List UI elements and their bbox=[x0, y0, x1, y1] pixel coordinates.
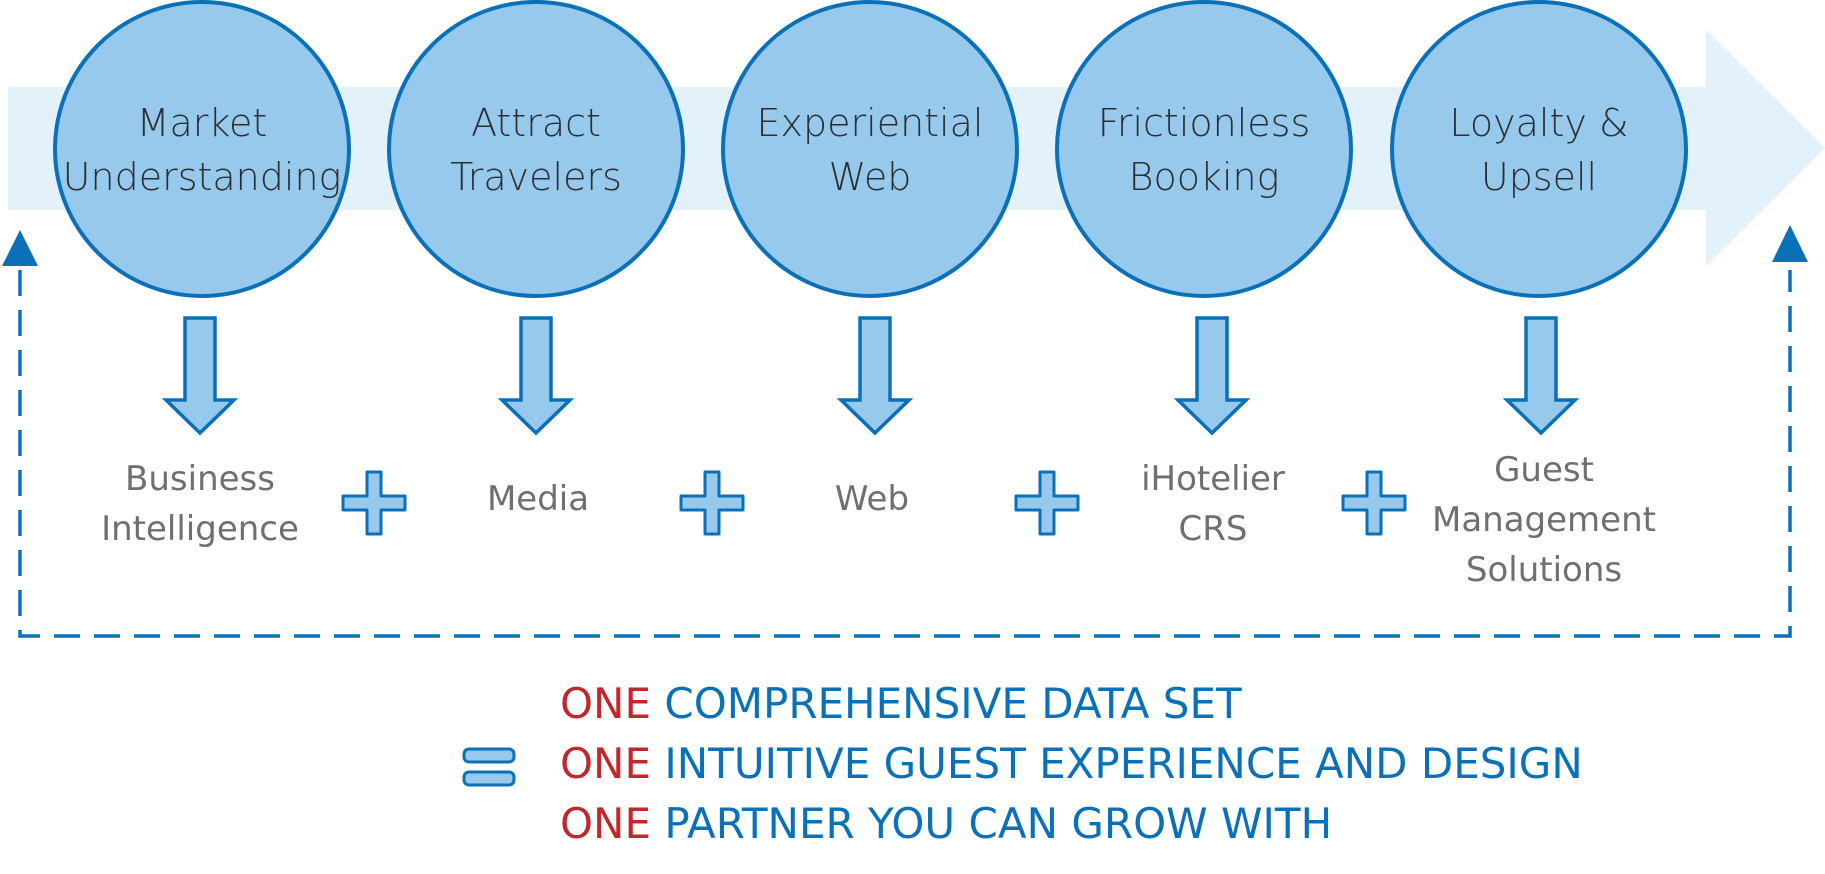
stage-label-line-1: Market bbox=[137, 101, 268, 145]
equals-icon bbox=[462, 747, 516, 787]
equals-bar-bottom bbox=[462, 770, 516, 787]
output-label-line-1: Business bbox=[125, 459, 275, 499]
down-arrow-icon bbox=[497, 316, 575, 436]
stage-label-line-2: Understanding bbox=[63, 155, 342, 199]
stage-circle bbox=[53, 0, 351, 298]
output-guest-management-solutions: Guest Management Solutions bbox=[1432, 450, 1656, 590]
stage-label-line-2: Booking bbox=[1129, 155, 1280, 199]
output-media: Media bbox=[487, 479, 589, 519]
summary-text: PARTNER YOU CAN GROW WITH bbox=[664, 799, 1332, 848]
stage-loyalty-upsell: Loyalty & Upsell bbox=[1390, 0, 1688, 298]
plus-icon bbox=[341, 470, 407, 536]
summary-prefix: ONE bbox=[560, 739, 651, 788]
plus-icons bbox=[341, 470, 1407, 536]
output-label-line-1: Media bbox=[487, 479, 589, 519]
output-label-line-2: CRS bbox=[1179, 509, 1248, 549]
feedback-loop-dashed-line bbox=[18, 270, 1792, 638]
summary-prefix: ONE bbox=[560, 679, 651, 728]
summary-line-3: ONE PARTNER YOU CAN GROW WITH bbox=[560, 799, 1332, 848]
summary-text: INTUITIVE GUEST EXPERIENCE AND DESIGN bbox=[664, 739, 1582, 788]
summary-line-1: ONE COMPREHENSIVE DATA SET bbox=[560, 679, 1242, 728]
feedback-right-arrowhead bbox=[1772, 225, 1808, 262]
summary-text: COMPREHENSIVE DATA SET bbox=[664, 679, 1242, 728]
flow-band-arrowhead bbox=[1706, 30, 1825, 266]
output-ihotelier-crs: iHotelier CRS bbox=[1141, 459, 1285, 549]
output-business-intelligence: Business Intelligence bbox=[101, 459, 299, 549]
stage-label-line-2: Upsell bbox=[1481, 155, 1597, 199]
stage-label-line-1: Experiential bbox=[757, 101, 984, 145]
plus-icon bbox=[1341, 470, 1407, 536]
output-web: Web bbox=[835, 479, 909, 519]
stage-frictionless-booking: Frictionless Booking bbox=[1055, 0, 1353, 298]
stage-circles: Market Understanding Attract Travelers E… bbox=[53, 0, 1688, 298]
output-label-line-2: Management bbox=[1432, 500, 1656, 540]
feedback-left-arrowhead bbox=[2, 230, 38, 266]
stage-circle bbox=[1055, 0, 1353, 298]
stage-circle bbox=[387, 0, 685, 298]
stage-attract-travelers: Attract Travelers bbox=[387, 0, 685, 298]
stage-label-line-2: Travelers bbox=[450, 155, 622, 199]
equals-bar-top bbox=[462, 747, 516, 764]
stage-market-understanding: Market Understanding bbox=[53, 0, 351, 298]
down-arrows bbox=[161, 316, 1580, 436]
stage-circle bbox=[721, 0, 1019, 298]
stage-label-line-1: Frictionless bbox=[1098, 101, 1311, 145]
plus-icon bbox=[679, 470, 745, 536]
outputs: Business Intelligence Media Web iHotelie… bbox=[101, 450, 1656, 590]
stage-label-line-1: Loyalty & bbox=[1449, 101, 1628, 145]
output-label-line-3: Solutions bbox=[1466, 550, 1622, 590]
down-arrow-icon bbox=[161, 316, 239, 436]
summary-prefix: ONE bbox=[560, 799, 651, 848]
stage-label-line-2: Web bbox=[829, 155, 912, 199]
summary: ONE COMPREHENSIVE DATA SET ONE INTUITIVE… bbox=[560, 679, 1583, 848]
down-arrow-icon bbox=[1502, 316, 1580, 436]
output-label-line-1: Web bbox=[835, 479, 909, 519]
output-label-line-1: iHotelier bbox=[1141, 459, 1285, 499]
stage-circle bbox=[1390, 0, 1688, 298]
output-label-line-2: Intelligence bbox=[101, 509, 299, 549]
summary-line-2: ONE INTUITIVE GUEST EXPERIENCE AND DESIG… bbox=[560, 739, 1583, 788]
plus-icon bbox=[1014, 470, 1080, 536]
stage-experiential-web: Experiential Web bbox=[721, 0, 1019, 298]
down-arrow-icon bbox=[1173, 316, 1251, 436]
down-arrow-icon bbox=[836, 316, 914, 436]
output-label-line-1: Guest bbox=[1494, 450, 1594, 490]
stage-label-line-1: Attract bbox=[471, 101, 601, 145]
feedback-loop bbox=[2, 225, 1808, 638]
